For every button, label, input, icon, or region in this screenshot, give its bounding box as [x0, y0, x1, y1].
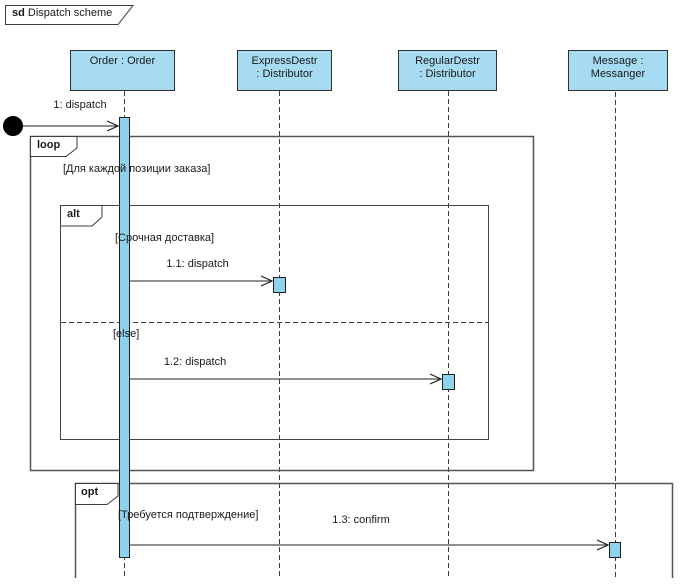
- lifeline-head-message: Message : Messanger: [568, 50, 668, 91]
- diagram-title-keyword: sd: [12, 7, 25, 19]
- lifeline-head-express: ExpressDestr : Distributor: [237, 50, 332, 91]
- opt-guard: [Требуется подтверждение]: [118, 509, 259, 521]
- alt-guard-if: [Срочная доставка]: [115, 232, 215, 244]
- lifeline-head-regular-line1: RegularDestr: [415, 55, 480, 67]
- opt-label-pentagon: [75, 483, 119, 505]
- message-1-label: 1: dispatch: [53, 99, 107, 111]
- loop-label-pentagon: [30, 136, 78, 157]
- activation-order: [119, 117, 130, 558]
- message-1.1-arrowhead: [260, 275, 274, 287]
- message-1.2-arrowhead: [429, 373, 443, 385]
- loop-guard: [Для каждой позиции заказа]: [63, 163, 211, 175]
- lifeline-head-regular-line2: : Distributor: [419, 68, 476, 80]
- opt-fragment-frame: [74, 482, 674, 578]
- frame-title-pentagon: [5, 5, 135, 25]
- alt-label-pentagon: [60, 205, 103, 227]
- lifeline-head-order: Order : Order: [70, 50, 175, 91]
- alt-fragment-frame: [60, 205, 489, 440]
- alt-guard-else: [else]: [113, 328, 140, 340]
- message-1.1-label: 1.1: dispatch: [166, 258, 229, 270]
- loop-fragment-frame: [29, 135, 535, 472]
- message-1.3-label: 1.3: confirm: [332, 514, 390, 526]
- message-1.2-label: 1.2: dispatch: [163, 356, 227, 368]
- activation-express: [273, 277, 286, 293]
- start-node: [3, 116, 23, 136]
- loop-fragment-label: loop: [37, 139, 61, 151]
- lifeline-head-message-line2: Messanger: [590, 68, 646, 80]
- diagram-title-name: Dispatch scheme: [27, 7, 113, 19]
- lifeline-head-regular: RegularDestr : Distributor: [398, 50, 497, 91]
- opt-fragment-label: opt: [81, 486, 99, 498]
- lifeline-head-express-line2: : Distributor: [256, 68, 313, 80]
- lifeline-head-express-line1: ExpressDestr: [251, 55, 318, 67]
- lifeline-head-message-line1: Message :: [592, 55, 644, 67]
- activation-regular: [442, 374, 455, 390]
- alt-fragment-label: alt: [67, 208, 80, 220]
- activation-message: [609, 542, 621, 558]
- message-1.3-arrowhead: [596, 539, 610, 551]
- diagram-title: sd Dispatch scheme: [12, 7, 112, 19]
- message-1-arrowhead: [106, 120, 120, 132]
- lifeline-head-order-line1: Order : Order: [89, 55, 156, 67]
